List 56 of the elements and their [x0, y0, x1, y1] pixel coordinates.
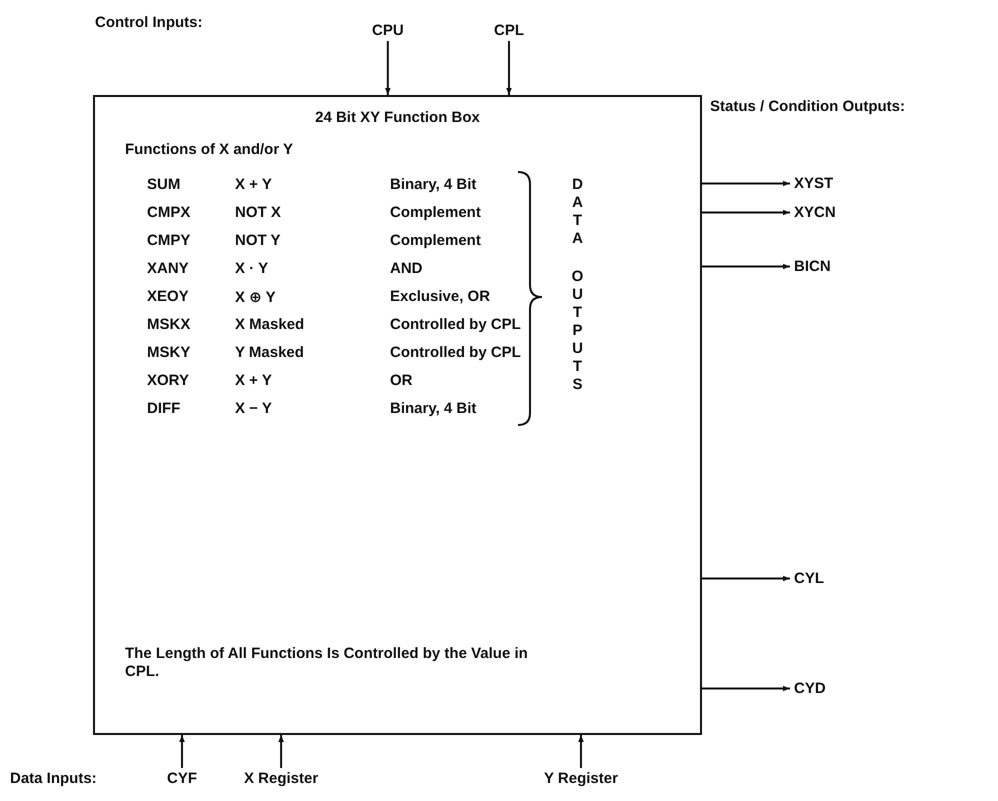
signal-label: X Register — [240, 768, 322, 789]
group-label: Control Inputs: — [95, 14, 202, 31]
table-text: SUM — [147, 176, 180, 193]
table-text: Complement — [390, 232, 481, 249]
table-text: X Masked — [235, 316, 304, 333]
signal-label: CYD — [790, 678, 830, 699]
arrow — [506, 41, 512, 95]
table-text: X · Y — [235, 260, 268, 277]
signal-label: BICN — [790, 256, 835, 277]
arrow — [702, 210, 790, 216]
signal-label: CYL — [790, 568, 828, 589]
arrow — [702, 686, 790, 692]
section-heading: Functions of X and/or Y — [125, 141, 294, 159]
group-label: Status / Condition Outputs: — [710, 98, 905, 115]
arrow — [702, 264, 790, 270]
table-text: Y Masked — [235, 344, 304, 361]
table-text: MSKX — [147, 316, 190, 333]
table-text: Controlled by CPL — [390, 316, 521, 333]
arrow — [179, 735, 185, 768]
table-text: XEOY — [147, 288, 189, 305]
signal-label: CYF — [163, 768, 201, 789]
note: The Length of All Functions Is Controlled by the Value in CPL. — [125, 645, 529, 681]
function-box — [93, 95, 702, 735]
table-text: X + Y — [235, 372, 272, 389]
table-text: NOT Y — [235, 232, 281, 249]
table-text: Complement — [390, 204, 481, 221]
box-title: 24 Bit XY Function Box — [314, 109, 481, 127]
signal-label: XYCN — [790, 202, 840, 223]
arrow — [702, 576, 790, 582]
table-text: Exclusive, OR — [390, 288, 490, 305]
arrow — [702, 180, 790, 186]
group-label: Data Inputs: — [10, 770, 97, 787]
signal-label: CPU — [368, 20, 408, 41]
table-text: Binary, 4 Bit — [390, 400, 476, 417]
table-text: X − Y — [235, 400, 272, 417]
table-text: NOT X — [235, 204, 281, 221]
table-text: CMPY — [147, 232, 190, 249]
table-text: X + Y — [235, 176, 272, 193]
vertical-label: OUTPUTS — [570, 268, 584, 394]
table-text: XANY — [147, 260, 189, 277]
table-text: Controlled by CPL — [390, 344, 521, 361]
vertical-label: DATA — [571, 176, 584, 248]
table-text: CMPX — [147, 204, 190, 221]
table-text: OR — [390, 372, 412, 389]
table-text: DIFF — [147, 400, 180, 417]
table-text: X ⊕ Y — [235, 288, 276, 306]
table-text: XORY — [147, 372, 189, 389]
table-text: MSKY — [147, 344, 190, 361]
signal-label: CPL — [490, 20, 528, 41]
signal-label: XYST — [790, 173, 838, 194]
table-text: AND — [390, 260, 422, 277]
arrow — [578, 735, 584, 768]
arrow — [385, 41, 391, 95]
signal-label: Y Register — [540, 768, 622, 789]
arrow — [278, 735, 284, 768]
table-text: Binary, 4 Bit — [390, 176, 476, 193]
